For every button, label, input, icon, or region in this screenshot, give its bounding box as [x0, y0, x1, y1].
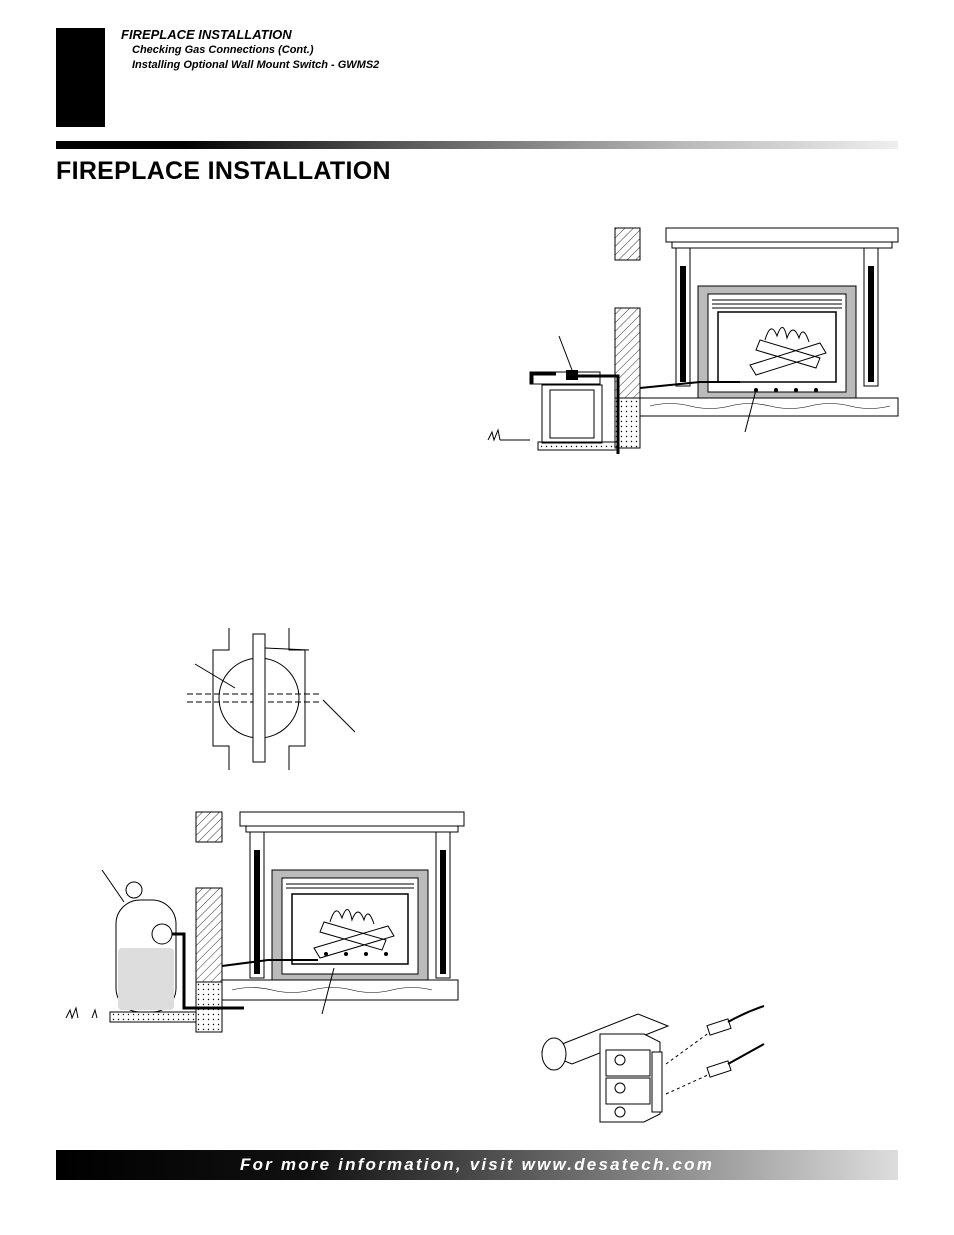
- footer-website-text: For more information, visit www.desatech…: [239, 1155, 715, 1174]
- propane-tank-installation-figure: [65, 811, 465, 1033]
- header-subtitle-1: Checking Gas Connections (Cont.): [132, 44, 314, 56]
- header-title: FIREPLACE INSTALLATION: [121, 27, 292, 42]
- wall-switch-terminal-figure: [540, 1005, 765, 1123]
- page-title: FIREPLACE INSTALLATION: [56, 157, 391, 185]
- header-rule: [56, 141, 898, 149]
- gas-valve-handle-figure: [187, 628, 356, 770]
- section-tab-marker: [56, 28, 105, 127]
- header-subtitle-2: Installing Optional Wall Mount Switch - …: [132, 59, 380, 71]
- natural-gas-meter-installation-figure: [487, 227, 899, 454]
- footer-banner: For more information, visit www.desatech…: [56, 1150, 898, 1180]
